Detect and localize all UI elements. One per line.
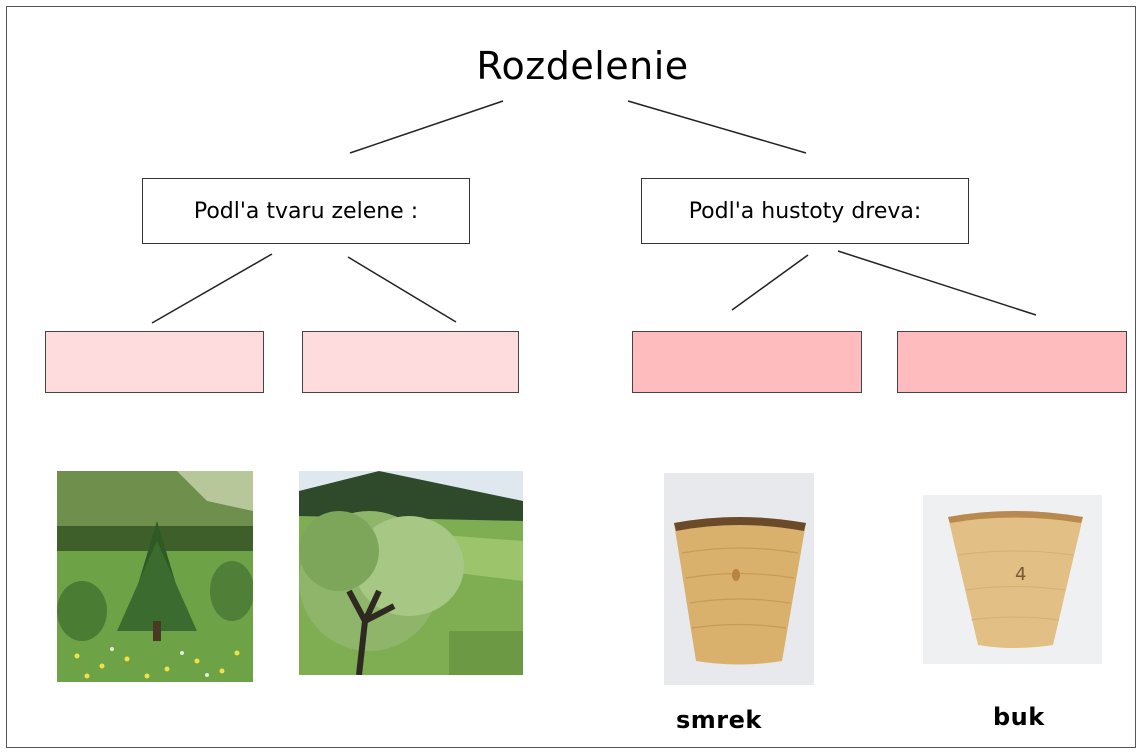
caption-buk: buk: [993, 703, 1045, 731]
connector-title-left: [349, 100, 504, 154]
photo-beech-wood: 4: [923, 495, 1102, 664]
connector-left-a: [151, 253, 273, 324]
connector-left-b: [347, 256, 457, 323]
pencil-mark: 4: [1015, 564, 1026, 585]
caption-smrek: smrek: [676, 706, 762, 734]
connector-right-b: [837, 250, 1037, 316]
answer-box[interactable]: [45, 331, 264, 393]
answer-box[interactable]: [897, 331, 1127, 393]
category-box-wood-density: Podl'a hustoty dreva:: [641, 178, 969, 244]
photo-deciduous-tree: [299, 471, 523, 675]
diagram-title: Rozdelenie: [476, 44, 689, 88]
answer-box[interactable]: [302, 331, 519, 393]
category-label: Podl'a tvaru zelene :: [193, 198, 419, 224]
category-box-leaf-shape: Podl'a tvaru zelene :: [142, 178, 470, 244]
photo-spruce-wood: [664, 473, 814, 685]
answer-box[interactable]: [632, 331, 862, 393]
photo-pine-meadow: [57, 471, 253, 682]
connector-title-right: [627, 100, 807, 154]
connector-right-a: [731, 254, 809, 311]
category-label: Podl'a hustoty dreva:: [688, 198, 922, 224]
